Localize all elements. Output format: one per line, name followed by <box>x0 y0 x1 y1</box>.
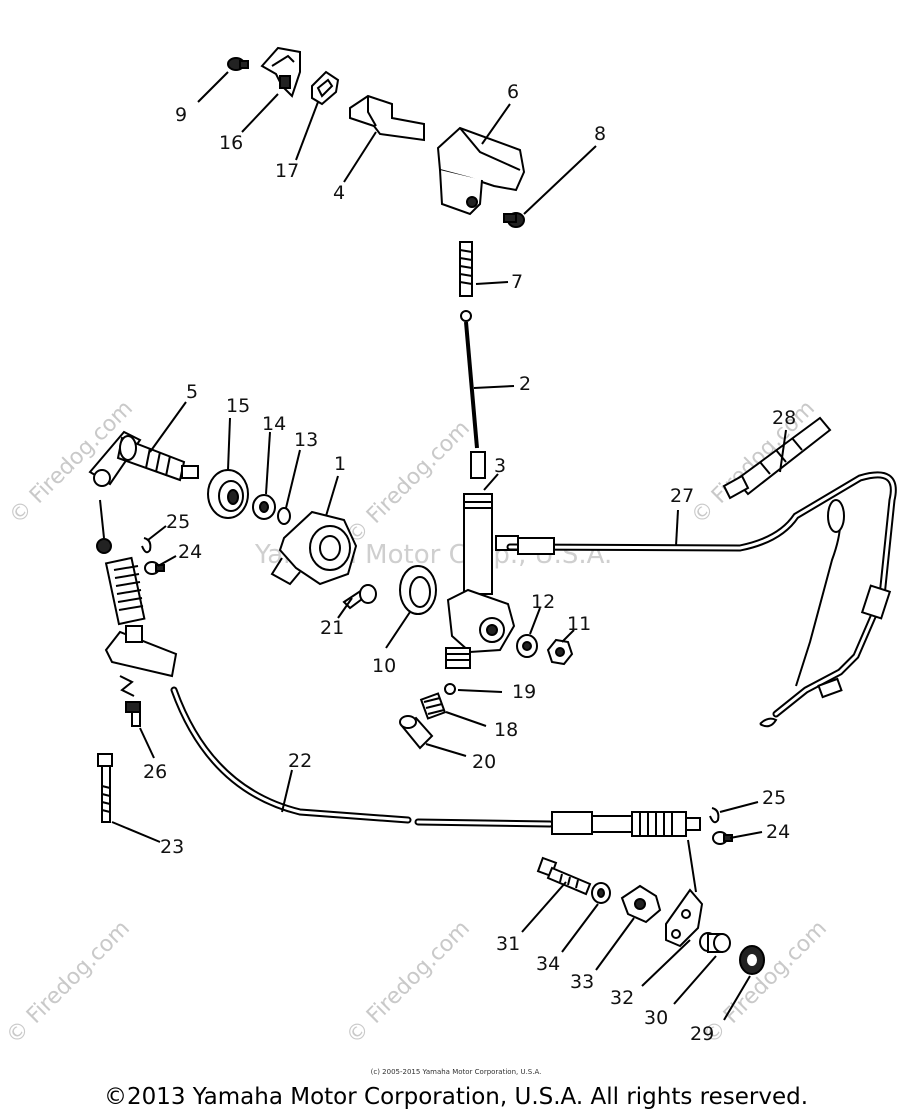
callout-4: 4 <box>333 182 345 204</box>
part-21-bolt <box>342 584 377 610</box>
part-6-handle <box>436 126 526 216</box>
part-7-threaded-bolt <box>459 241 473 297</box>
callout-5: 5 <box>186 381 198 403</box>
part-5-shaft <box>88 430 199 487</box>
part-34-washer <box>591 882 611 904</box>
part-11-nut <box>546 638 574 666</box>
callout-2: 2 <box>519 373 531 395</box>
callout-32: 32 <box>610 987 634 1009</box>
callout-15: 15 <box>226 395 250 417</box>
callout-19: 19 <box>512 681 536 703</box>
part-29-disk <box>739 945 765 975</box>
callout-11: 11 <box>567 613 591 635</box>
leader-lines <box>111 71 787 1021</box>
part-30-bushing <box>699 932 731 953</box>
part-12-washer <box>516 634 538 658</box>
part-33-cam <box>620 884 662 924</box>
callout-12: 12 <box>531 591 555 613</box>
part-15-bearing <box>207 469 249 519</box>
callout-25: 25 <box>166 511 190 533</box>
callout-22: 22 <box>288 750 312 772</box>
part-18-spring <box>419 692 447 720</box>
callout-1: 1 <box>334 453 346 475</box>
part-31-bolt <box>536 856 592 896</box>
callout-34: 34 <box>536 953 560 975</box>
part-13-o-ring <box>277 507 291 525</box>
callout-21: 21 <box>320 617 344 639</box>
part-10-seal <box>399 565 437 615</box>
part-25-clip-lower <box>709 807 720 824</box>
callout-7: 7 <box>511 271 523 293</box>
callout-14: 14 <box>262 413 286 435</box>
callout-27: 27 <box>670 485 694 507</box>
part-8-bolt <box>503 212 525 228</box>
copyright: ©2013 Yamaha Motor Corporation, U.S.A. A… <box>104 1084 808 1110</box>
part-3-shift-arm <box>445 493 519 669</box>
part-9-screw <box>227 57 249 71</box>
callout-29: 29 <box>690 1023 714 1045</box>
callout-31: 31 <box>496 933 520 955</box>
callout-26: 26 <box>143 761 167 783</box>
part-1-housing <box>270 510 358 586</box>
part-32-lever-plate <box>665 888 704 948</box>
watermark-firedog: © Firedog.com <box>687 396 820 529</box>
callout-13: 13 <box>294 429 318 451</box>
part-22-cable <box>170 686 701 837</box>
part-4-lever-insert <box>349 94 425 142</box>
callout-10: 10 <box>372 655 396 677</box>
part-24-pin-lower <box>712 831 733 845</box>
callout-3: 3 <box>494 455 506 477</box>
callout-6: 6 <box>507 81 519 103</box>
part-25-clip-upper <box>141 537 152 554</box>
cable-end-assembly <box>96 499 178 697</box>
part-20-plunger <box>399 715 434 750</box>
part-19-ball <box>444 683 456 695</box>
callout-18: 18 <box>494 719 518 741</box>
callout-9: 9 <box>175 104 187 126</box>
callout-28: 28 <box>772 407 796 429</box>
callout-33: 33 <box>570 971 594 993</box>
watermark-firedog: © Firedog.com <box>342 416 475 549</box>
callouts: 9 16 17 4 6 8 7 2 28 5 15 14 13 1 3 27 2… <box>143 81 796 1045</box>
callout-8: 8 <box>594 123 606 145</box>
callout-30: 30 <box>644 1007 668 1029</box>
part-27-cable <box>506 471 897 728</box>
callout-16: 16 <box>219 132 243 154</box>
callout-24: 24 <box>766 821 790 843</box>
part-14-washer <box>252 494 276 520</box>
callout-25: 25 <box>762 787 786 809</box>
fine-print: (c) 2005-2015 Yamaha Motor Corporation, … <box>371 1068 542 1076</box>
part-16-bracket <box>260 46 301 98</box>
watermark-firedog: © Firedog.com <box>342 916 475 1049</box>
callout-23: 23 <box>160 836 184 858</box>
callout-24: 24 <box>178 541 202 563</box>
watermark-firedog: © Firedog.com <box>2 916 135 1049</box>
part-26-screw <box>125 701 141 727</box>
part-2-rod <box>460 310 486 479</box>
callout-20: 20 <box>472 751 496 773</box>
part-23-long-bolt <box>97 753 113 823</box>
footer: (c) 2005-2015 Yamaha Motor Corporation, … <box>104 1068 808 1110</box>
part-17-grommet <box>311 70 340 106</box>
callout-17: 17 <box>275 160 299 182</box>
